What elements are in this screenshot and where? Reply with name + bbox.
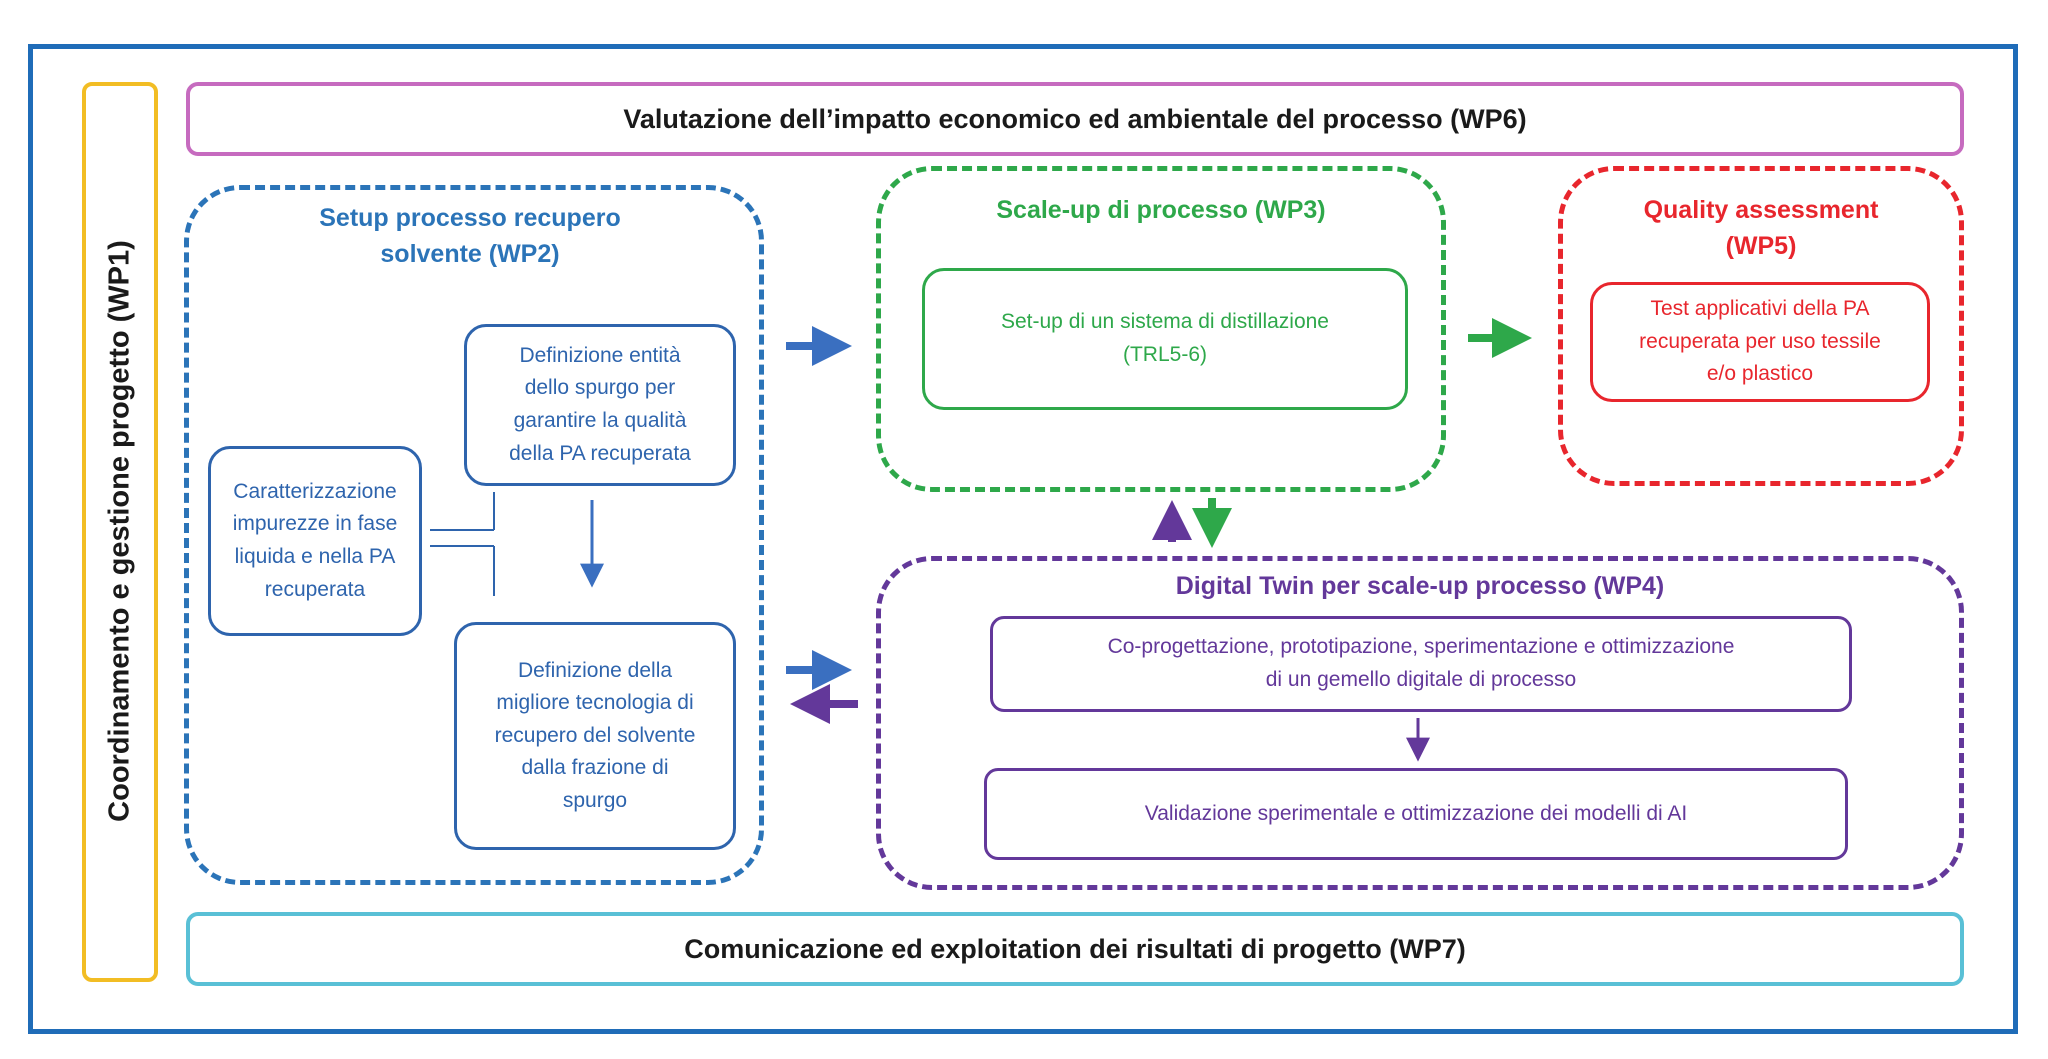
test-applicativi-line: recuperata per uso tessile <box>1639 329 1881 353</box>
wp5-title: Quality assessment (WP5) <box>1558 192 1964 265</box>
wp7-box: Comunicazione ed exploitation dei risult… <box>186 912 1964 986</box>
box-distillazione: Set-up di un sistema di distillazione (T… <box>922 268 1408 410</box>
wp3-title: Scale-up di processo (WP3) <box>996 196 1326 224</box>
caratterizzazione-line: recuperata <box>264 577 366 601</box>
box-test-applicativi: Test applicativi della PA recuperata per… <box>1590 282 1930 402</box>
coprogettazione-line: di un gemello digitale di processo <box>1265 668 1577 691</box>
validazione-text: Validazione sperimentale e ottimizzazion… <box>1144 801 1688 825</box>
caratterizzazione-line: impurezze in fase <box>232 512 398 536</box>
wp6-box: Valutazione dell’impatto economico ed am… <box>186 82 1964 156</box>
distillazione-line: (TRL5-6) <box>1122 343 1207 366</box>
spurgo-line: dello spurgo per <box>524 376 676 400</box>
wp2-title-line2: solvente (WP2) <box>380 240 560 269</box>
spurgo-line: della PA recuperata <box>509 441 691 465</box>
test-applicativi-line: Test applicativi della PA <box>1650 297 1870 321</box>
spurgo-line: Definizione entità <box>519 343 681 367</box>
wp5-group <box>1558 166 1964 486</box>
wp2-title-line1: Setup processo recupero <box>319 204 621 232</box>
wp3-group <box>876 166 1446 492</box>
wp4-title: Digital Twin per scale-up processo (WP4) <box>1175 572 1665 600</box>
wp2-title: Setup processo recupero solvente (WP2) <box>250 200 690 273</box>
bracket-connector <box>430 492 495 596</box>
wp6-label: Valutazione dell’impatto economico ed am… <box>623 103 1527 134</box>
tecnologia-line: dalla frazione di <box>521 756 669 780</box>
wp4-group <box>876 556 1964 890</box>
outer-frame <box>28 44 2018 1034</box>
box-tecnologia: Definizione della migliore tecnologia di… <box>454 622 736 850</box>
caratterizzazione-line: Caratterizzazione <box>233 479 397 503</box>
tecnologia-line: spurgo <box>562 788 628 812</box>
wp5-title-line2: (WP5) <box>1725 232 1797 261</box>
wp5-title-line1: Quality assessment <box>1643 196 1879 224</box>
tecnologia-line: Definizione della <box>517 658 673 682</box>
spurgo-line: garantire la qualità <box>513 409 687 432</box>
caratterizzazione-line: liquida e nella PA <box>234 545 396 568</box>
tecnologia-line: migliore tecnologia di <box>496 691 694 715</box>
wp7-label: Comunicazione ed exploitation dei risult… <box>684 933 1466 964</box>
tecnologia-line: recupero del solvente <box>494 723 696 747</box>
coprogettazione-line: Co-progettazione, prototipazione, sperim… <box>1107 635 1735 659</box>
test-applicativi-line: e/o plastico <box>1706 362 1814 386</box>
wp2-group <box>184 185 764 885</box>
box-coprogettazione: Co-progettazione, prototipazione, sperim… <box>990 616 1852 712</box>
wp1-box <box>82 82 158 982</box>
box-spurgo: Definizione entità dello spurgo per gara… <box>464 324 736 486</box>
distillazione-line: Set-up di un sistema di distillazione <box>1000 310 1329 334</box>
box-validazione: Validazione sperimentale e ottimizzazion… <box>984 768 1848 860</box>
box-caratterizzazione: Caratterizzazione impurezze in fase liqu… <box>208 446 422 636</box>
